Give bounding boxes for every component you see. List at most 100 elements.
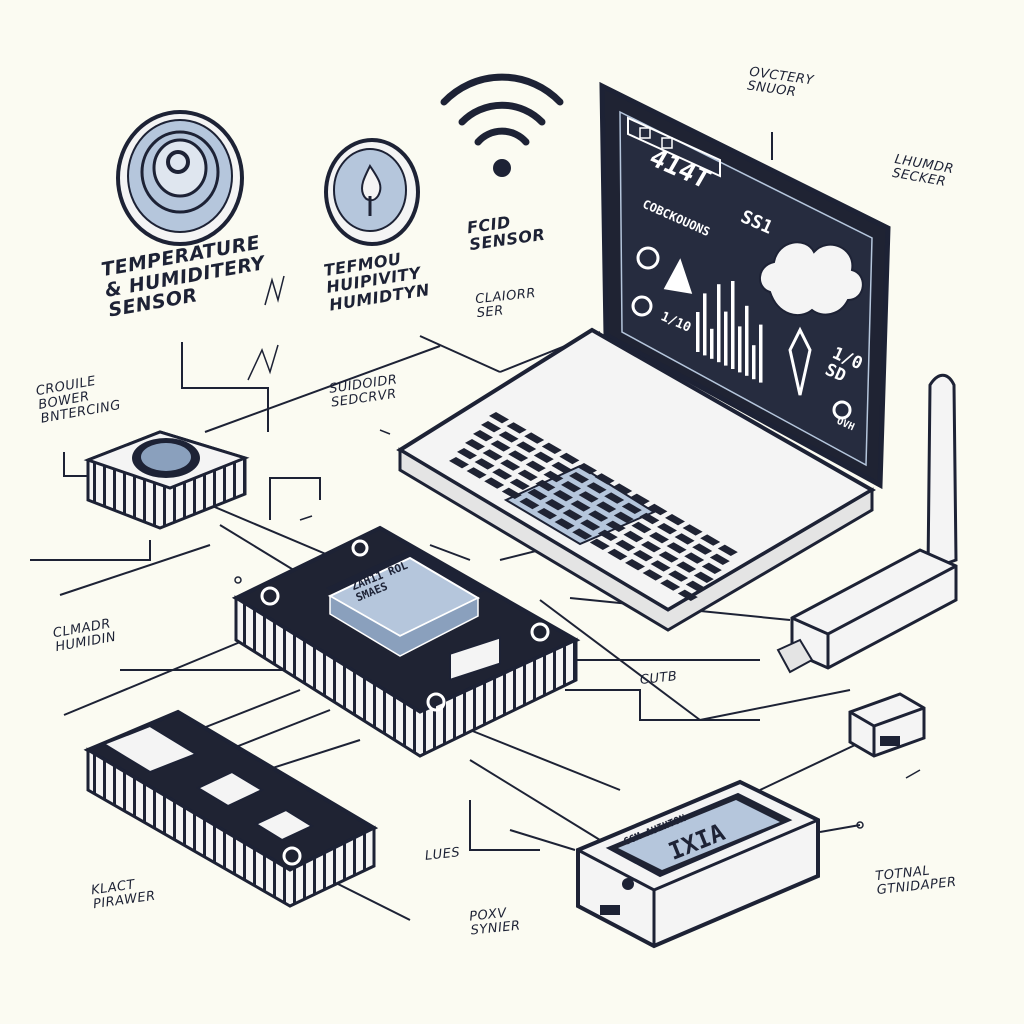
keyboard-key (693, 571, 714, 583)
connector-lines (30, 132, 861, 921)
keyboard-key (709, 553, 730, 565)
power-board-icon (83, 709, 379, 908)
cloud-icon (759, 241, 864, 317)
processor-chip-icon (231, 525, 581, 758)
keyboard-key (508, 450, 529, 462)
keyboard-key (484, 477, 505, 489)
keyboard-key (623, 530, 644, 543)
keyboard-key (492, 468, 513, 480)
keyboard-key (594, 473, 615, 485)
keyboard-key (524, 432, 545, 444)
keyboard-key (561, 481, 581, 493)
screen-chart-bar (752, 345, 756, 380)
keyboard-key (578, 491, 599, 503)
keyboard-key (685, 580, 706, 592)
round-sensor-puck-icon (83, 430, 250, 530)
keyboard-key (647, 503, 668, 516)
label-poxy-synner: POXV SYNIER (468, 905, 522, 939)
keyboard-key (537, 508, 557, 520)
keyboard-key (639, 512, 660, 525)
keyboard-key (569, 472, 589, 484)
keyboard-key (596, 501, 617, 513)
keyboard-key (535, 479, 556, 492)
keyboard-key (516, 441, 537, 453)
keyboard-key (668, 570, 689, 582)
screen-chart-bar (724, 311, 728, 366)
keyboard-key (559, 452, 580, 465)
display-unit-icon (576, 779, 820, 949)
keyboard-key (649, 532, 669, 544)
keyboard-key (554, 518, 575, 530)
keyboard-key (490, 440, 511, 452)
keyboard-key (597, 529, 618, 541)
screen-icons (631, 246, 852, 420)
keyboard-key (577, 463, 597, 475)
keyboard-key (465, 439, 485, 451)
keyboard-key (677, 589, 698, 601)
keyboard-key (449, 457, 469, 469)
screen-chart-bar (759, 324, 763, 383)
keyboard-key (545, 499, 565, 511)
keyboard-key (613, 511, 634, 523)
keyboard-key (676, 561, 697, 573)
keyboard-key (625, 559, 645, 571)
screen-chart-bar (710, 328, 714, 359)
keyboard-key (717, 544, 738, 556)
keyboard-key (641, 541, 661, 553)
keyboard-key (589, 538, 610, 550)
keyboard-key (607, 548, 628, 561)
keyboard-key (660, 579, 681, 591)
keyboard-key (657, 523, 677, 535)
keyboard-key (586, 482, 607, 494)
keyboard-key (629, 493, 650, 505)
usb-dongle-icon (776, 548, 958, 674)
keyboard-key (498, 431, 519, 443)
keyboard-key (541, 442, 562, 454)
keyboard-key (692, 543, 713, 555)
screen-chart-bar (738, 326, 742, 373)
keyboard-key (605, 520, 626, 532)
ethernet-connector-icon (848, 692, 926, 758)
keyboard-key (482, 449, 503, 461)
keyboard-key (572, 528, 593, 540)
keyboard-key (665, 514, 685, 526)
keyboard-key (553, 490, 573, 502)
keyboard-key (631, 521, 652, 534)
decorative-marks (234, 275, 921, 829)
antenna-icon (926, 373, 958, 573)
keyboard-key (506, 422, 527, 434)
bar-chart-icon (696, 281, 763, 383)
keyboard-key (501, 487, 522, 499)
keyboard-key (457, 448, 477, 460)
keyboard-key (474, 458, 495, 470)
keyboard-key (551, 461, 572, 474)
keyboard-key (533, 451, 554, 463)
keyboard-key (527, 488, 548, 501)
keyboard-key (658, 551, 679, 563)
droplet-sensor-icon (324, 138, 420, 246)
screen-chart-bar (717, 284, 721, 363)
keyboard-key (650, 560, 671, 572)
keyboard-key (473, 430, 493, 442)
keyboard-key (543, 470, 564, 483)
keyboard-key (700, 534, 721, 546)
screen-chart-bar (703, 293, 707, 356)
keyboard (449, 412, 738, 601)
keyboard-key (519, 497, 540, 510)
keyboard-key (612, 483, 633, 495)
keyboard-key (615, 539, 636, 552)
keyboard-key (509, 478, 530, 490)
keyboard-key (466, 467, 487, 479)
keyboard-key (684, 552, 705, 564)
keyboard-key (489, 412, 509, 424)
keyboard-key (500, 459, 521, 471)
keyboard-key (701, 562, 722, 574)
screen-chart-bar (745, 305, 749, 376)
keyboard-key (621, 502, 642, 514)
screen-chart-bar (731, 281, 735, 369)
speaker-sensor-icon (116, 110, 244, 246)
laptop-icon (396, 81, 891, 632)
keyboard-key (481, 421, 501, 433)
